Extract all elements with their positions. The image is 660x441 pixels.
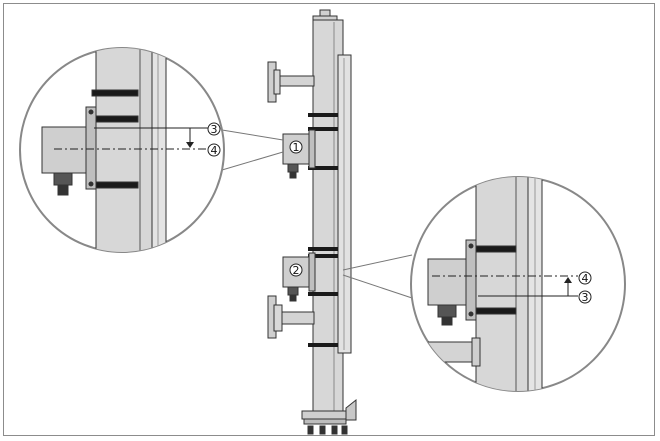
callout-4-top-label: 4 [211,144,218,157]
callout-4-bottom-circle [578,271,592,285]
callout-1-circle [289,140,303,154]
drain-flange [301,410,349,420]
callout-4-top-circle [207,143,221,157]
callout-2-label: 2 [293,264,300,277]
magnifier-leaders [221,129,413,299]
callout-3-bottom-circle [578,290,592,304]
main-clamps [308,113,338,347]
diagram-frame [3,3,655,436]
callout-3-top-label: 3 [211,123,218,136]
lower-process-connection [281,311,315,325]
limit-switch-1 [282,129,316,179]
upper-process-connection [277,75,315,87]
callout-1-label: 1 [293,141,300,154]
detail-circle-bottom [410,176,626,392]
detail-circle-top [19,47,225,253]
callout-3-bottom-label: 3 [582,291,589,304]
callout-2-circle [289,263,303,277]
main-assembly [267,9,357,435]
callout-4-bottom-label: 4 [582,272,589,285]
callout-3-top-circle [207,122,221,136]
